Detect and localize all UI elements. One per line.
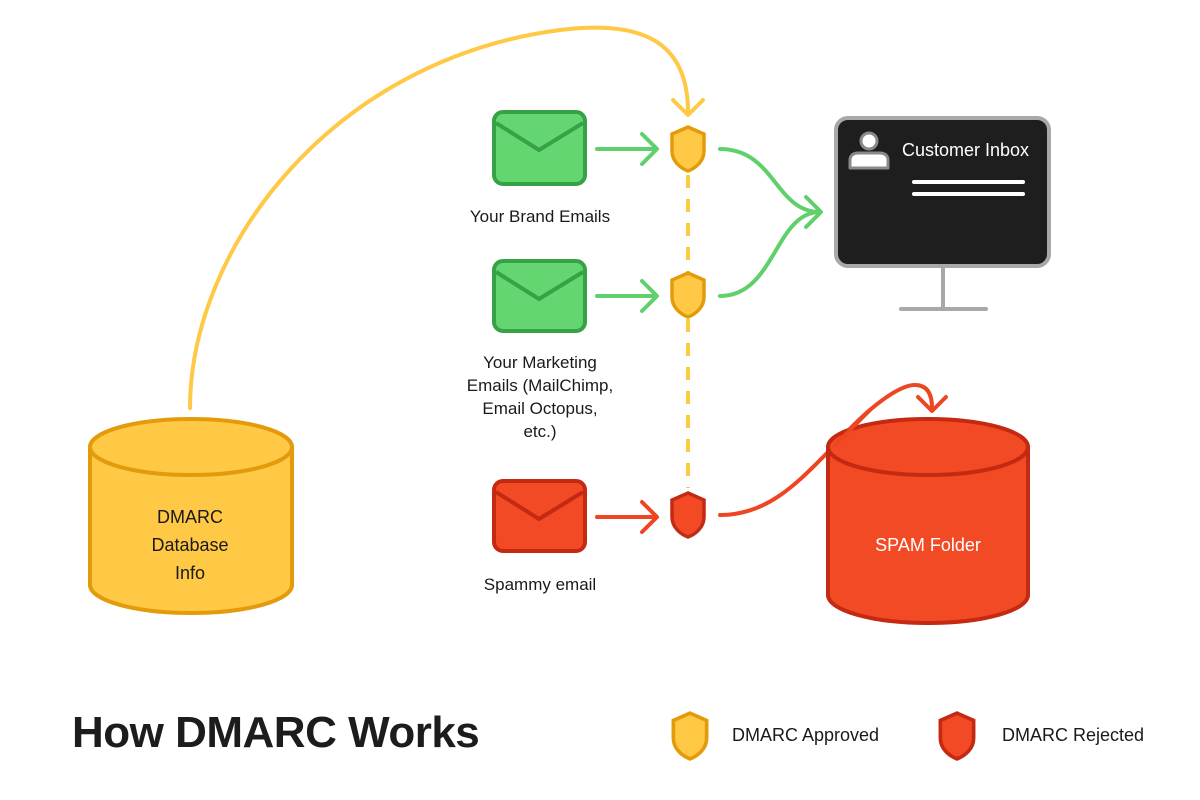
user-avatar-icon: [848, 131, 890, 170]
label-line: Email Octopus,: [482, 399, 598, 418]
label-line: Emails (MailChimp,: [466, 376, 614, 395]
inbox-label: Customer Inbox: [902, 140, 1030, 160]
envelope-icon: [492, 259, 587, 333]
label-line: Database: [151, 535, 229, 555]
arrow-icon: [595, 279, 659, 313]
legend-rejected-label: DMARC Rejected: [1002, 725, 1145, 745]
database-label: DMARC Database Info: [110, 503, 270, 587]
shield-approved-icon: [670, 271, 706, 319]
arrow-icon: [595, 132, 659, 166]
spam-folder-label: SPAM Folder: [875, 535, 981, 555]
approved-to-inbox-arrow: [718, 147, 822, 214]
arrow-head-yellow: [671, 98, 705, 117]
approved-to-inbox-arrow: [718, 210, 822, 298]
source-label-brand: Your Brand Emails: [469, 207, 611, 226]
spam-folder-icon: [826, 408, 1030, 625]
label-line: DMARC: [157, 507, 223, 527]
arrow-head-red: [916, 395, 948, 413]
legend-rejected-shield-icon: [938, 711, 976, 761]
envelope-icon: [492, 479, 587, 553]
legend-approved-shield-icon: [671, 711, 709, 761]
source-label-marketing: Your Marketing Emails (MailChimp, Email …: [440, 351, 640, 443]
source-label-spammy: Spammy email: [483, 575, 597, 594]
arrow-icon: [595, 500, 659, 534]
shield-approved-icon: [670, 125, 706, 173]
page-title: How DMARC Works: [72, 708, 480, 757]
shield-rejected-icon: [670, 491, 706, 539]
label-line: Your Marketing: [483, 353, 597, 372]
label-line: etc.): [523, 422, 557, 441]
database-icon: [88, 417, 294, 615]
envelope-icon: [492, 110, 587, 186]
legend-approved-label: DMARC Approved: [732, 725, 880, 745]
arrow-head-green: [804, 195, 823, 229]
message-lines-icon: [912, 180, 1025, 196]
database-to-shield-arrow: [188, 25, 690, 410]
label-line: Info: [174, 563, 206, 583]
